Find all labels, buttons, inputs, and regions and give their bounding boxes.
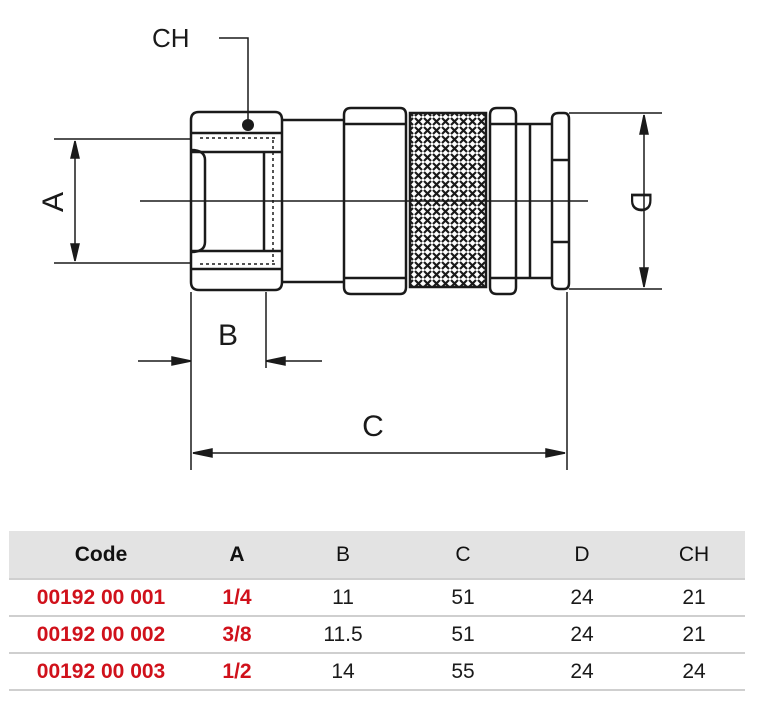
label-b: B [218, 319, 238, 352]
dimension-c [192, 292, 568, 470]
cell-b: 11 [281, 578, 405, 617]
table-row: 00192 00 003 1/2 14 55 24 24 [9, 653, 745, 691]
cell-ch: 21 [643, 616, 745, 654]
label-c: C [362, 410, 384, 443]
cell-c: 55 [405, 653, 521, 691]
label-d: D [624, 191, 657, 213]
header-ch: CH [643, 531, 745, 579]
cell-a: 1/2 [193, 653, 281, 691]
ch-leader-line [219, 37, 249, 119]
table-row: 00192 00 001 1/4 11 51 24 21 [9, 578, 745, 617]
coupling-body [282, 106, 408, 296]
header-c: C [405, 531, 521, 579]
knurled-sleeve [408, 111, 488, 289]
cell-d: 24 [521, 578, 643, 617]
cell-b: 14 [281, 653, 405, 691]
header-b: B [281, 531, 405, 579]
table-header-row: Code A B C D CH [9, 531, 745, 579]
header-d: D [521, 531, 643, 579]
table-row: 00192 00 002 3/8 11.5 51 24 21 [9, 616, 745, 654]
cell-code: 00192 00 001 [9, 578, 193, 617]
cell-code: 00192 00 002 [9, 616, 193, 654]
coupling-technical-drawing: CH A D B C [37, 23, 662, 470]
cell-a: 3/8 [193, 616, 281, 654]
cell-d: 24 [521, 616, 643, 654]
dimension-d [569, 112, 662, 290]
cell-c: 51 [405, 578, 521, 617]
header-a: A [193, 531, 281, 579]
dimension-a [54, 138, 191, 264]
cell-ch: 24 [643, 653, 745, 691]
header-code: Code [9, 531, 193, 579]
cell-d: 24 [521, 653, 643, 691]
cell-ch: 21 [643, 578, 745, 617]
ch-marker-dot [242, 119, 254, 131]
dimension-b [138, 292, 322, 470]
cell-a: 1/4 [193, 578, 281, 617]
label-ch: CH [152, 23, 190, 53]
cell-b: 11.5 [281, 616, 405, 654]
cell-c: 51 [405, 616, 521, 654]
specification-table: Code A B C D CH 00192 00 001 1/4 11 51 2… [9, 531, 745, 691]
cell-code: 00192 00 003 [9, 653, 193, 691]
label-a: A [37, 192, 70, 212]
